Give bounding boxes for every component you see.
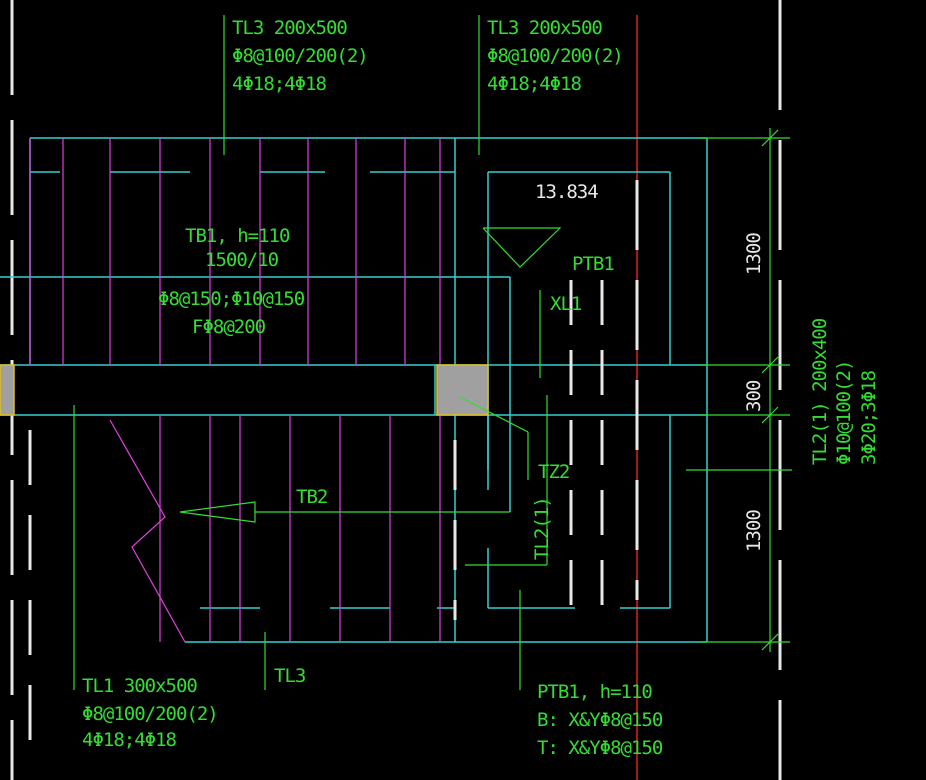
label-tb1: TB1, h=110 1500/10 Φ8@150;Φ10@150 FΦ8@20… <box>158 225 306 338</box>
dimension-top: 1300 <box>743 233 765 275</box>
label-tl3-bottom: TL3 <box>274 665 306 687</box>
label-line: 1500/10 <box>205 249 279 271</box>
column-left <box>0 364 15 416</box>
label-tl1: TL1 300x500 Φ8@100/200(2) 4Φ18;4Φ18 <box>82 675 219 751</box>
hidden-beam-lines <box>28 180 639 760</box>
label-tb2: TB2 <box>296 486 327 508</box>
label-line: 4Φ18;4Φ18 <box>232 73 327 95</box>
label-line: T: X&YΦ8@150 <box>537 737 663 759</box>
label-ptb1-note: PTB1, h=110 B: X&YΦ8@150 T: X&YΦ8@150 <box>537 681 664 759</box>
label-line: 4Φ18;4Φ18 <box>487 73 582 95</box>
lower-flight-rebar <box>109 415 441 643</box>
label-line: B: X&YΦ8@150 <box>537 709 663 731</box>
label-line: Φ8@100/200(2) <box>82 703 218 725</box>
label-tz2: TZ2 <box>538 461 569 483</box>
label-line: TL1 300x500 <box>82 675 197 697</box>
label-tl3-left: TL3 200x500 Φ8@100/200(2) 4Φ18;4Φ18 <box>232 17 369 95</box>
elevation-label: 13.834 <box>535 181 598 203</box>
label-tl2-note: TL2(1) 200x400 Φ10@100(2) 3Φ20;3Φ18 <box>809 318 880 465</box>
dimension-bottom: 1300 <box>743 510 765 552</box>
label-line: PTB1, h=110 <box>537 681 652 703</box>
label-line: Φ8@150;Φ10@150 <box>158 288 305 310</box>
dimension-middle: 300 <box>743 380 765 412</box>
label-line: TL3 200x500 <box>487 17 602 39</box>
label-tl2-tag: TL2(1) <box>531 497 553 560</box>
label-line: 4Φ18;4Φ18 <box>82 729 177 751</box>
label-line: Φ10@100(2) <box>833 361 855 465</box>
leader-lines <box>73 15 792 690</box>
upper-flight-rebar <box>29 138 441 365</box>
label-ptb1-tag: PTB1 <box>572 253 614 275</box>
label-line: TB1, h=110 <box>185 225 290 247</box>
dimension-lines <box>700 128 790 652</box>
label-line: 3Φ20;3Φ18 <box>858 370 880 465</box>
label-line: FΦ8@200 <box>192 316 266 338</box>
label-line: Φ8@100/200(2) <box>232 45 368 67</box>
label-line: Φ8@100/200(2) <box>487 45 623 67</box>
label-line: TL2(1) 200x400 <box>809 318 831 465</box>
label-line: TL3 200x500 <box>232 17 347 39</box>
label-xl1: XL1 <box>550 293 582 315</box>
label-tl3-right: TL3 200x500 Φ8@100/200(2) 4Φ18;4Φ18 <box>487 17 624 95</box>
